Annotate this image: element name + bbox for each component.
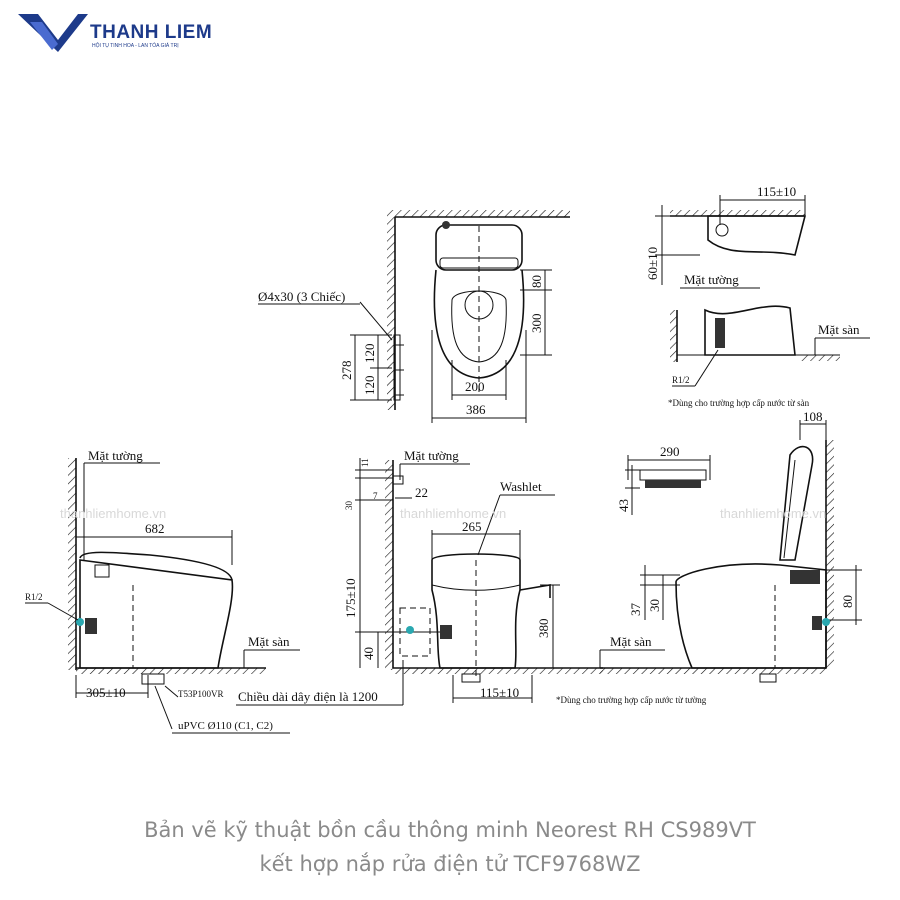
watermark-2: thanhliemhome.vn [400,506,506,521]
caption-line1: Bản vẽ kỹ thuật bồn cầu thông minh Neore… [144,818,756,842]
valve-icon-right [812,616,830,630]
cable-label: Chiều dài dây điện là 1200 [238,689,378,704]
watermark-3: thanhliemhome.vn [720,506,826,521]
dim-60: 60±10 [645,247,660,280]
dim-43: 43 [616,499,631,512]
dim-80-right: 80 [840,595,855,608]
dim-115-front: 115±10 [480,685,519,700]
r12-label-detail: R1/2 [672,375,690,385]
lid-open [779,445,814,561]
wall-label-detail: Mặt tường [684,272,739,287]
front-view: Mặt tường 11 30 7 22 Washlet 265 380 175… [236,448,707,706]
screw-label: Ø4x30 (3 Chiếc) [258,289,345,304]
logo-tagline: HỘI TỤ TINH HOA - LAN TỎA GIÁ TRỊ [92,42,179,49]
floor-label-left: Mặt sàn [248,634,290,649]
valve-icon-left [76,618,97,634]
top-view: Ø4x30 (3 Chiếc) 80 300 278 120 120 200 3… [258,210,570,423]
watermark-1: thanhliemhome.vn [60,506,166,521]
dim-40: 40 [361,647,376,660]
valve-outline-bottom [704,305,796,356]
dim-380: 380 [536,619,551,639]
toilet-side-left [79,559,234,669]
dim-7: 7 [373,491,378,501]
side-left-view: Mặt tường 682 Mặt sàn R1/2 305±10 T53P10… [25,448,300,734]
dim-30-right: 30 [647,599,662,612]
detail-top-right: 115±10 60±10 Mặt tường Mặt sàn R1/2 *Dùn… [645,184,870,408]
part-code: T53P100VR [178,689,224,699]
dim-22: 22 [415,485,428,500]
valve-icon-front [406,625,452,639]
dim-278: 278 [339,361,354,381]
caption-line2: kết hợp nắp rửa điện tử TCF9768WZ [259,852,641,876]
dim-682: 682 [145,521,165,536]
dim-300: 300 [529,314,544,334]
dim-30-front: 30 [344,501,354,511]
dim-11: 11 [360,458,370,467]
wall-label-left: Mặt tường [88,448,143,463]
dim-120a: 120 [362,344,377,364]
wall-hatch [387,210,395,410]
dim-386: 386 [466,402,486,417]
dim-200: 200 [465,379,485,394]
floor-label-front: Mặt sàn [610,634,652,649]
floor-label-detail: Mặt sàn [818,322,860,337]
pipe-label: uPVC Ø110 (C1, C2) [178,720,273,732]
note-wall: *Dùng cho trường hợp cấp nước từ tường [556,695,707,705]
dim-108: 108 [803,409,823,424]
logo-name: THANH LIEM [90,22,212,43]
note-floor: *Dùng cho trường hợp cấp nước từ sàn [668,398,810,408]
dim-115-top: 115±10 [757,184,796,199]
dim-305: 305±10 [86,685,126,700]
dim-175: 175±10 [343,578,358,618]
logo: THANH LIEM HỘI TỤ TINH HOA - LAN TỎA GIÁ… [18,14,212,52]
dim-120b: 120 [362,376,377,396]
dim-80: 80 [529,275,544,288]
dim-265: 265 [462,519,482,534]
dim-290: 290 [660,444,680,459]
wall-label-front: Mặt tường [404,448,459,463]
dim-37: 37 [628,603,643,617]
side-right-view: 290 43 108 37 30 80 [600,409,862,683]
washlet-label: Washlet [500,479,542,494]
r12-label-left: R1/2 [25,592,43,602]
valve-outline-top [707,215,807,256]
